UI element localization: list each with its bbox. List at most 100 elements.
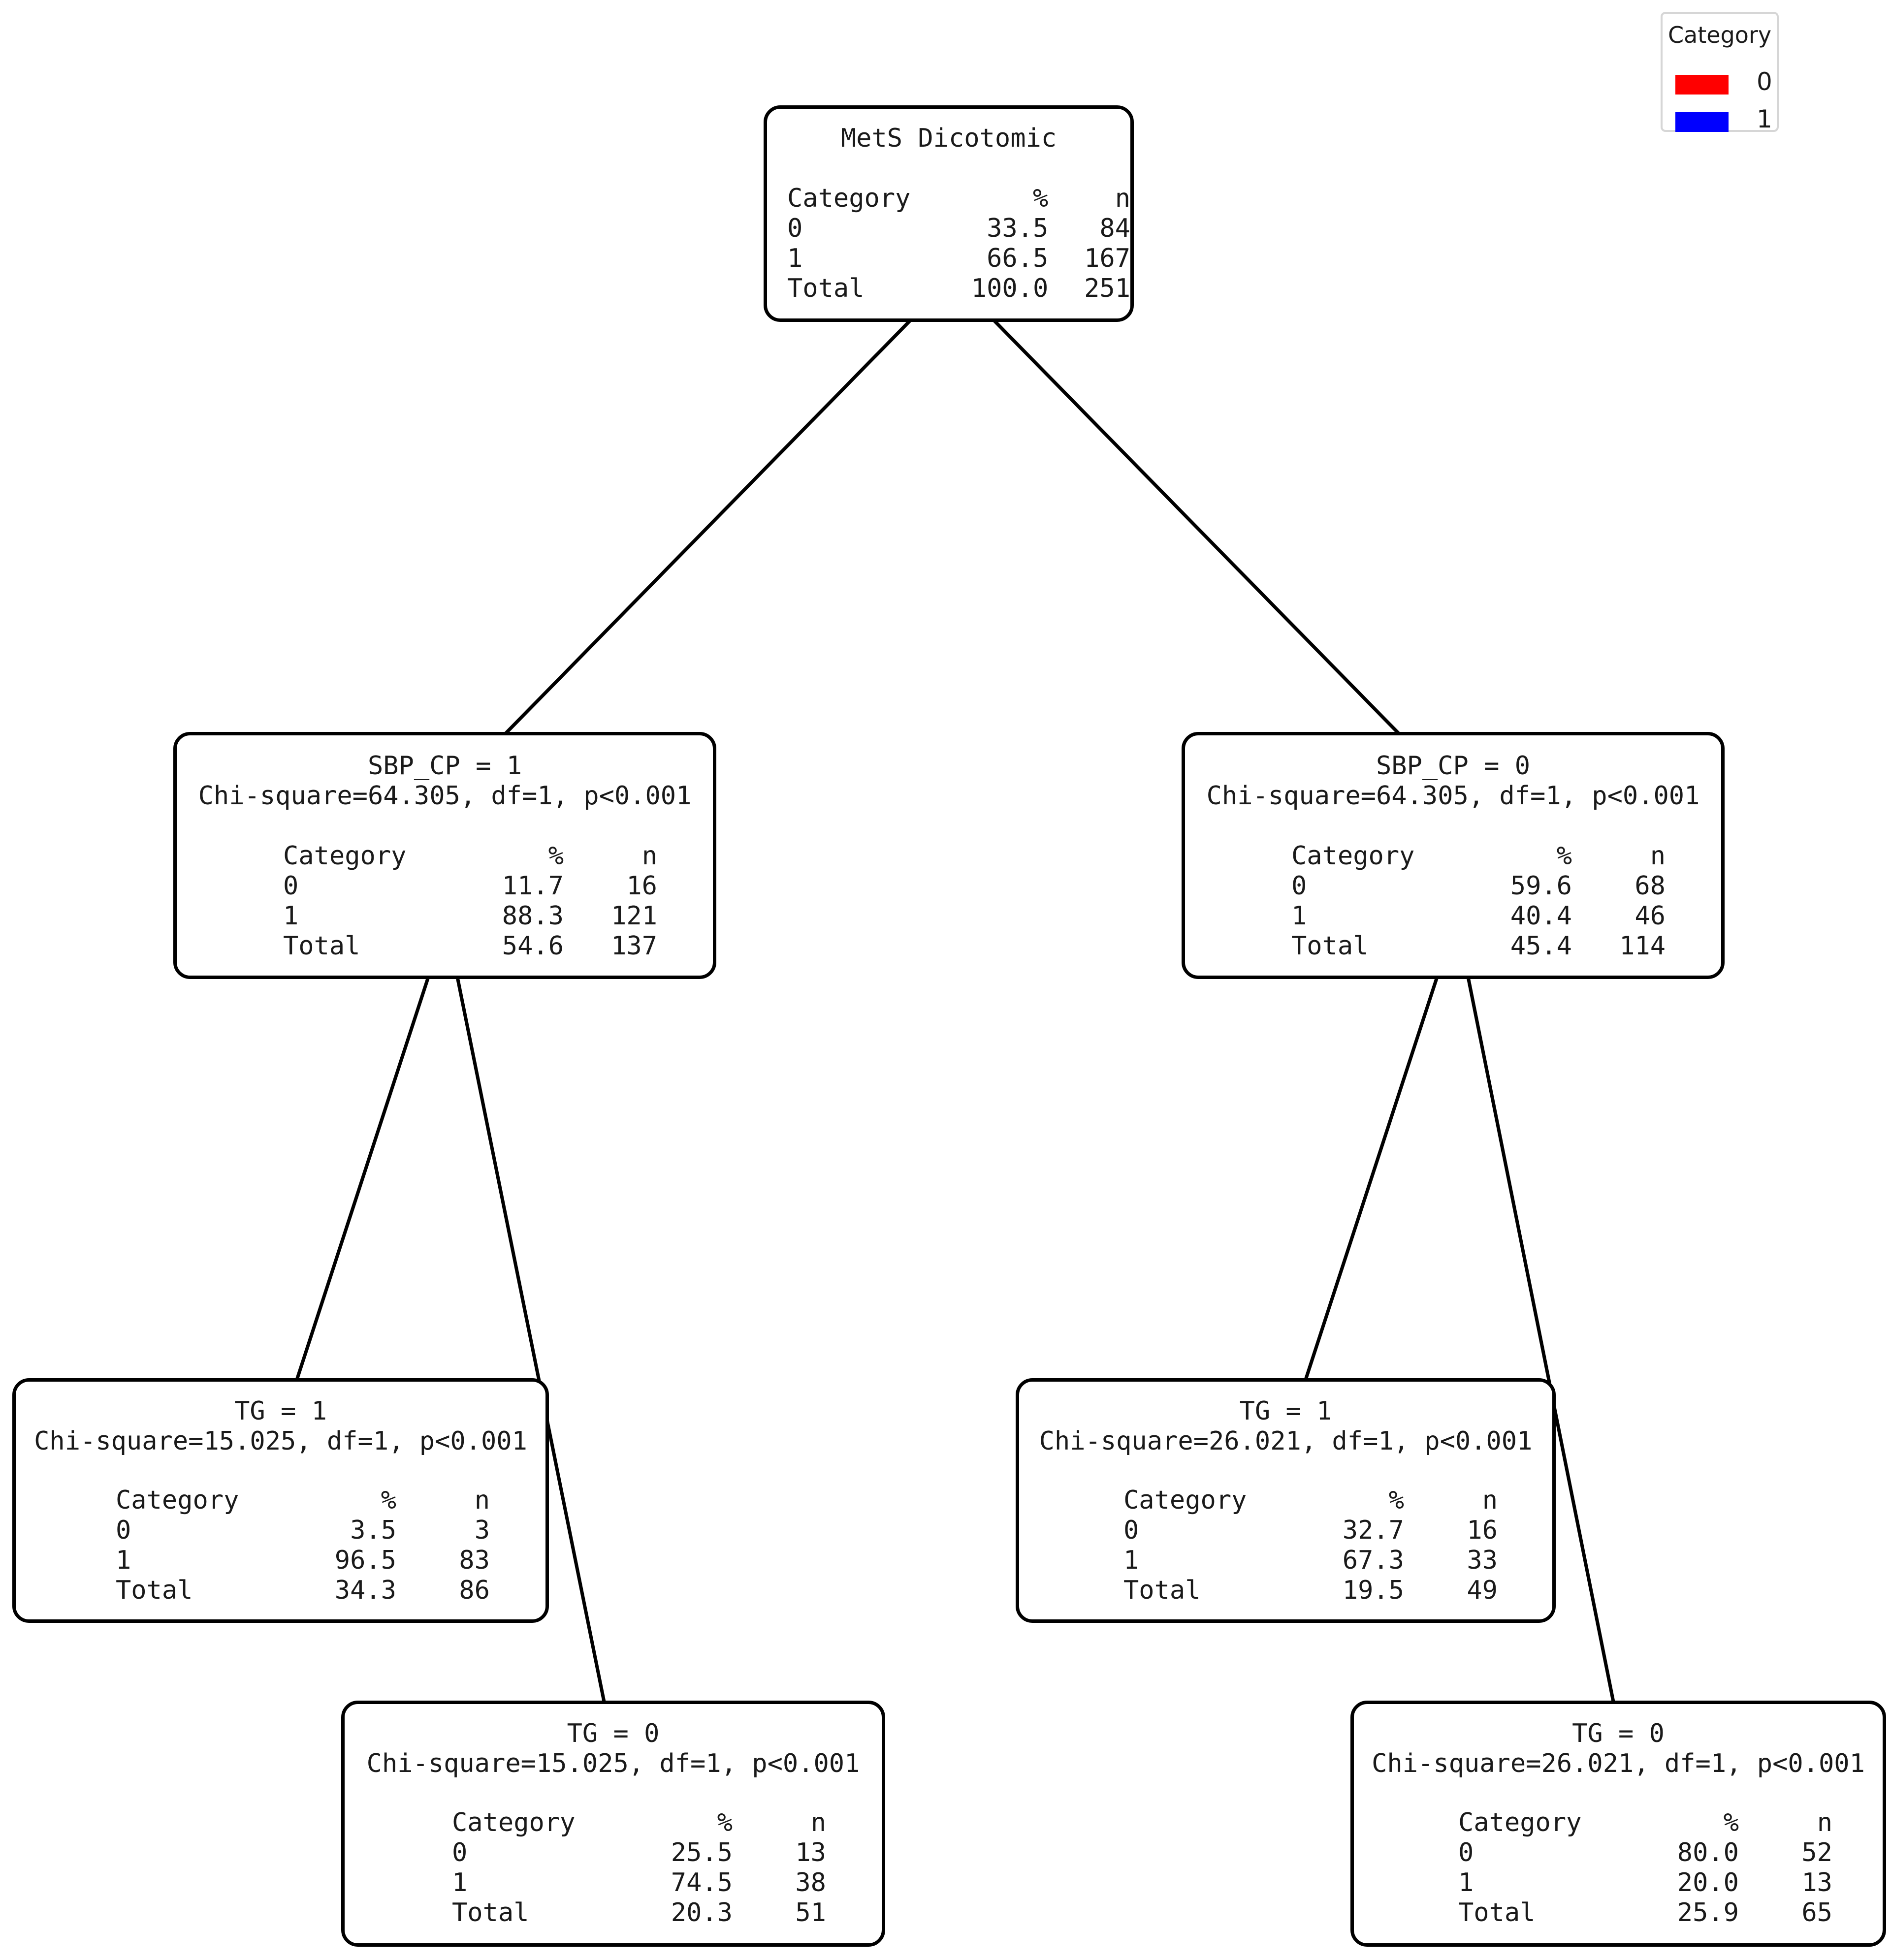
legend-item-0: 0: [1675, 67, 1772, 96]
cell-category: Total: [283, 931, 360, 961]
cell-percent: 88.3: [502, 901, 564, 931]
cell-category: 1: [787, 244, 803, 273]
cell-category: 0: [1291, 871, 1307, 901]
edge-left-leftright: [455, 977, 607, 1705]
node-test: Chi-square=15.025, df=1, p<0.001: [366, 1749, 860, 1778]
table-header-row: Category % n: [452, 1808, 826, 1838]
header-percent: %: [1033, 184, 1049, 213]
header-n: n: [641, 841, 657, 871]
cell-n: 137: [611, 931, 657, 961]
table-row: Total 100.0 251: [787, 274, 1130, 304]
cell-category: 1: [283, 901, 299, 931]
table-row: Total 54.6 137: [283, 931, 657, 961]
header-n: n: [1482, 1486, 1498, 1515]
table-row: 1 40.4 46: [1291, 901, 1666, 931]
cell-n: 38: [795, 1868, 826, 1897]
cell-category: Total: [1291, 931, 1369, 961]
node-distribution-table: Category % n 0 11.7 16 1 88.3 121 Total …: [283, 841, 657, 961]
tree-node-tg-0-right: TG = 0 Chi-square=26.021, df=1, p<0.001 …: [1350, 1701, 1886, 1947]
table-row: Total 20.3 51: [452, 1898, 826, 1928]
cell-n: 86: [459, 1576, 490, 1605]
header-category: Category: [116, 1486, 239, 1515]
cell-category: 0: [283, 871, 299, 901]
cell-category: 1: [1458, 1868, 1474, 1897]
cell-n: 65: [1801, 1898, 1832, 1928]
header-n: n: [810, 1808, 826, 1837]
header-category: Category: [1123, 1486, 1247, 1515]
cell-n: 84: [1099, 214, 1130, 243]
table-header-row: Category % n: [283, 841, 657, 871]
cell-n: 46: [1635, 901, 1666, 931]
cell-n: 167: [1084, 244, 1130, 273]
cell-category: 0: [1123, 1516, 1139, 1545]
tree-node-tg-0-left: TG = 0 Chi-square=15.025, df=1, p<0.001 …: [341, 1701, 885, 1947]
table-row: 0 59.6 68: [1291, 871, 1666, 901]
edge-root-right: [993, 319, 1400, 735]
table-row: 1 88.3 121: [283, 901, 657, 931]
cell-n: 13: [1801, 1868, 1832, 1897]
cell-percent: 34.3: [334, 1576, 396, 1605]
tree-node-tg-1-right: TG = 1 Chi-square=26.021, df=1, p<0.001 …: [1016, 1378, 1556, 1623]
cell-category: 0: [1458, 1838, 1474, 1867]
cell-percent: 54.6: [502, 931, 564, 961]
header-category: Category: [283, 841, 407, 871]
header-n: n: [1650, 841, 1666, 871]
node-condition: TG = 1: [234, 1396, 327, 1426]
node-title: MetS Dicotomic: [840, 124, 1057, 153]
edge-left-leftleft: [294, 976, 430, 1382]
node-distribution-table: Category % n 0 3.5 3 1 96.5 83 Total 34.…: [116, 1486, 490, 1606]
node-test: Chi-square=64.305, df=1, p<0.001: [198, 781, 692, 811]
header-category: Category: [452, 1808, 576, 1837]
node-test: Chi-square=26.021, df=1, p<0.001: [1039, 1426, 1533, 1456]
table-row: 0 33.5 84: [787, 214, 1130, 244]
header-percent: %: [1556, 841, 1572, 871]
table-row: Total 25.9 65: [1458, 1898, 1832, 1928]
legend-swatch-1: [1675, 112, 1729, 132]
cell-n: 121: [611, 901, 657, 931]
header-n: n: [1817, 1808, 1832, 1837]
cell-n: 13: [795, 1838, 826, 1867]
header-category: Category: [1458, 1808, 1582, 1837]
tree-node-sbp-cp-0: SBP_CP = 0 Chi-square=64.305, df=1, p<0.…: [1182, 732, 1725, 979]
cell-category: Total: [1123, 1576, 1201, 1605]
cell-percent: 25.9: [1677, 1898, 1739, 1928]
node-condition: TG = 0: [1572, 1719, 1665, 1748]
cell-n: 49: [1467, 1576, 1498, 1605]
cell-category: 1: [452, 1868, 468, 1897]
table-row: Total 34.3 86: [116, 1576, 490, 1606]
cell-percent: 3.5: [350, 1516, 396, 1545]
node-condition: TG = 1: [1239, 1396, 1332, 1426]
table-row: Total 45.4 114: [1291, 931, 1666, 961]
cell-n: 68: [1635, 871, 1666, 901]
cell-category: 0: [116, 1516, 131, 1545]
node-test: Chi-square=15.025, df=1, p<0.001: [34, 1426, 527, 1456]
cell-n: 83: [459, 1546, 490, 1575]
cell-n: 51: [795, 1898, 826, 1928]
table-row: 0 80.0 52: [1458, 1838, 1832, 1868]
cell-n: 33: [1467, 1546, 1498, 1575]
cell-percent: 20.0: [1677, 1868, 1739, 1897]
table-row: 1 74.5 38: [452, 1868, 826, 1898]
cell-percent: 45.4: [1510, 931, 1572, 961]
cell-percent: 96.5: [334, 1546, 396, 1575]
cell-category: Total: [787, 274, 865, 303]
cell-n: 3: [474, 1516, 490, 1545]
cell-percent: 25.5: [671, 1838, 733, 1867]
header-n: n: [474, 1486, 490, 1515]
table-row: 1 67.3 33: [1123, 1546, 1498, 1576]
legend: Category 0 1: [1661, 12, 1779, 134]
table-header-row: Category % n: [787, 184, 1130, 214]
header-n: n: [1115, 184, 1130, 213]
cell-category: 0: [787, 214, 803, 243]
edge-right-rightleft: [1303, 976, 1439, 1382]
cell-category: Total: [1458, 1898, 1536, 1928]
cell-n: 251: [1084, 274, 1130, 303]
node-distribution-table: Category % n 0 32.7 16 1 67.3 33 Total 1…: [1123, 1486, 1498, 1606]
tree-node-tg-1-left: TG = 1 Chi-square=15.025, df=1, p<0.001 …: [12, 1378, 549, 1623]
cell-percent: 32.7: [1342, 1516, 1404, 1545]
legend-item-1: 1: [1675, 104, 1772, 134]
node-distribution-table: Category % n 0 33.5 84 1 66.5 167 Total …: [787, 184, 1130, 304]
table-row: 0 25.5 13: [452, 1838, 826, 1868]
cell-category: 1: [1291, 901, 1307, 931]
